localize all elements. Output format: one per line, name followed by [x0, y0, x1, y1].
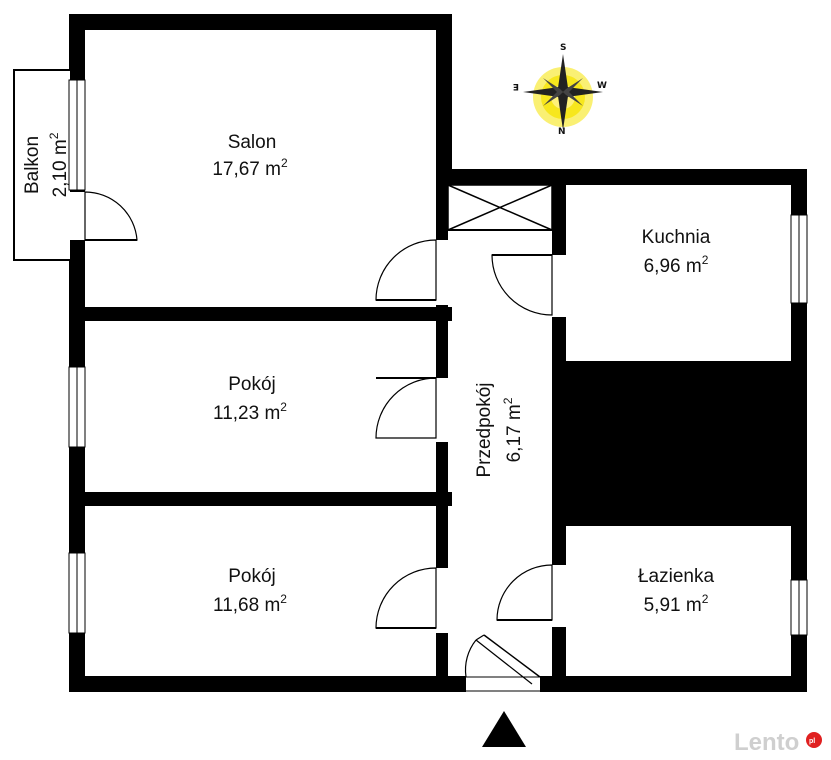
wall-salon-right	[436, 14, 452, 184]
room-area-pokoj-2: 11,68 m2	[213, 592, 287, 616]
compass-e: E	[513, 81, 519, 91]
compass-s: S	[560, 43, 566, 53]
room-name-salon: Salon	[228, 132, 277, 153]
compass-w: W	[597, 81, 607, 91]
entrance-arrow-icon	[482, 711, 526, 747]
service-block	[552, 361, 807, 526]
room-area-lazienka: 5,91 m2	[644, 592, 709, 616]
door-pokoj-1	[375, 377, 448, 442]
wall-top-right	[436, 169, 807, 185]
room-area-kuchnia: 6,96 m2	[644, 253, 709, 277]
window-lazienka	[790, 579, 808, 636]
room-area-salon: 17,67 m2	[212, 156, 288, 180]
door-balcony	[69, 191, 138, 241]
room-name-kuchnia: Kuchnia	[642, 227, 711, 248]
window-kuchnia	[790, 214, 808, 304]
room-name-pokoj-1: Pokój	[228, 374, 276, 395]
door-kuchnia	[491, 254, 566, 317]
watermark-suffix: pl	[809, 738, 815, 745]
door-entrance	[464, 634, 541, 692]
room-area-pokoj-1: 11,23 m2	[213, 400, 287, 424]
room-area-przedpokoj: 6,17 m2	[501, 397, 525, 462]
lento-watermark: Lento pl	[734, 729, 822, 756]
room-labels: Salon 17,67 m2 Kuchnia 6,96 m2 Pokój 11,…	[22, 132, 714, 616]
door-pokoj-2	[375, 567, 448, 633]
door-salon	[375, 239, 448, 305]
window-pokoj-2	[68, 552, 86, 634]
wall-pokoj-pokoj	[69, 492, 452, 506]
doors	[69, 191, 566, 692]
room-area-balkon: 2,10 m2	[47, 132, 71, 197]
ventilation-shaft	[447, 184, 553, 231]
compass-n: N	[558, 127, 566, 137]
compass-rose-icon: S E W N	[513, 43, 607, 137]
wall-salon-pokoj	[69, 307, 452, 321]
watermark-brand: Lento	[734, 729, 799, 756]
room-name-lazienka: Łazienka	[638, 566, 714, 587]
room-name-pokoj-2: Pokój	[228, 566, 276, 587]
room-name-balkon: Balkon	[22, 136, 43, 194]
door-lazienka	[496, 564, 566, 627]
window-pokoj-1	[68, 366, 86, 448]
window-salon-balcony	[68, 79, 86, 191]
wall-top-left	[69, 14, 452, 30]
room-name-przedpokoj: Przedpokój	[474, 382, 495, 477]
windows	[68, 79, 808, 636]
